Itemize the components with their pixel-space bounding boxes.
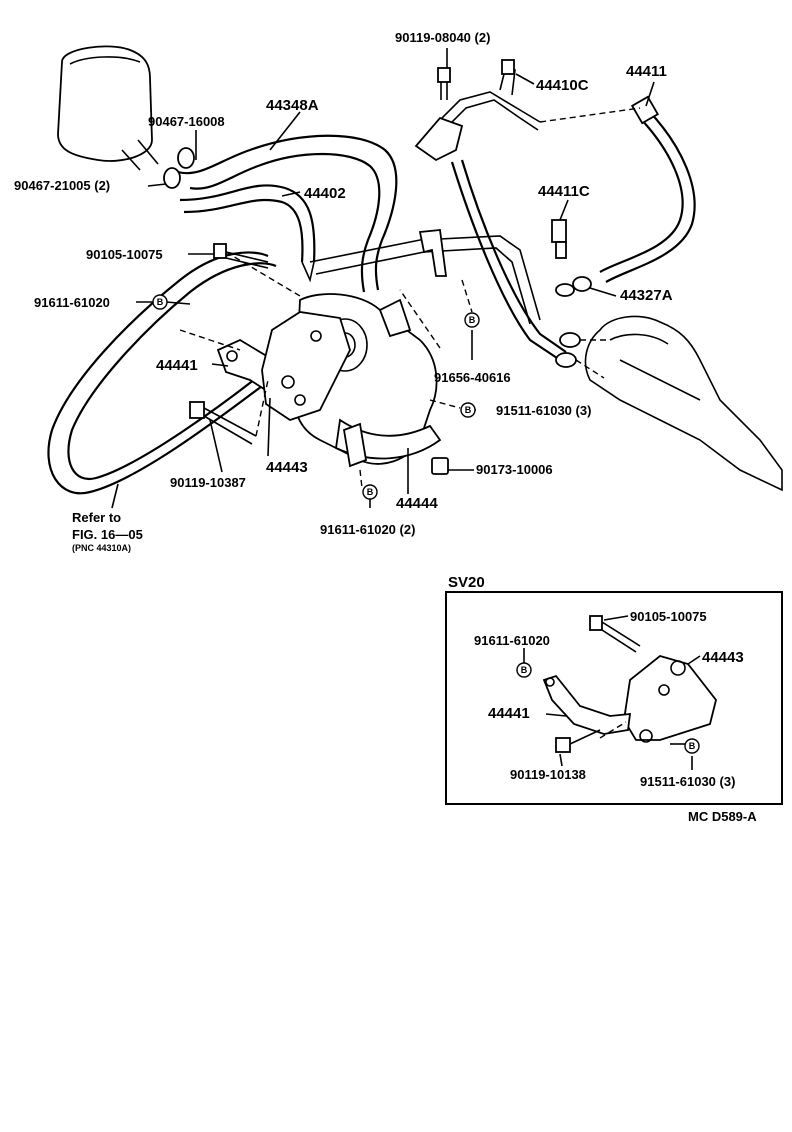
label-44327a: 44327A [620,287,673,304]
nut-90173-10006 [431,457,449,475]
pressure-hose-44411 [599,95,696,283]
pressure-tube-44410c [414,59,567,361]
label-44444: 44444 [396,495,438,512]
refer-figure-text: FIG. 16—05 [72,527,143,542]
pump-bracket-44443 [261,311,351,421]
label-90467-21005: 90467-21005 (2) [14,178,110,193]
label-91611-61020: 91611-61020 [34,295,110,310]
union-bolt-44411c [551,219,567,259]
b-marker-icon: B [152,294,168,310]
inset-label-44443: 44443 [702,649,744,666]
inset-bolt-90105-10075 [589,615,641,653]
inset-label-91611-61020: 91611-61020 [474,633,550,648]
part-labels: 90119-08040 (2) 44410C 44411 44348A 9046… [14,30,673,553]
sv20-inset: SV20 B B 90105-10075 9161 [445,574,783,805]
bracket-44444 [335,418,442,468]
inset-bolt-90119-10138 [555,729,601,753]
drawing-code: MC D589-A [688,809,757,824]
inset-bracket-44441 [542,674,632,735]
b-marker-icon: B [684,738,700,754]
inset-label-91511-61030: 91511-61030 (3) [640,774,735,789]
label-91656-40616: 91656-40616 [434,370,511,385]
label-44348a: 44348A [266,97,319,114]
gasket-44327a [555,276,592,297]
bolt-90119-08040 [437,67,451,100]
reservoir-tank [57,45,159,171]
label-90467-16008: 90467-16008 [148,114,225,129]
hose-clamps [163,147,195,189]
inset-bracket-44443 [623,655,717,743]
refer-to-text: Refer to [72,510,121,525]
tube-fittings-right [555,332,581,368]
b-marker-icon: B [516,662,532,678]
label-44410c: 44410C [536,77,589,94]
inset-label-90105-10075: 90105-10075 [630,609,707,624]
label-90119-08040: 90119-08040 (2) [395,30,490,45]
steering-gear-housing [584,315,783,492]
label-91511-61030: 91511-61030 (3) [496,403,591,418]
label-44441: 44441 [156,357,198,374]
b-marker-icon: B [464,312,480,328]
label-44411c: 44411C [538,183,590,200]
inset-label-90119-10138: 90119-10138 [510,767,586,782]
svg-text:B: B [465,405,472,415]
label-44443: 44443 [266,459,308,476]
inset-label-44441: 44441 [488,705,530,722]
label-44411: 44411 [626,63,667,80]
svg-text:B: B [367,487,374,497]
bolt-90105-10075 [213,243,269,269]
leader-lines [111,48,655,509]
label-44402: 44402 [304,185,346,202]
b-marker-icon: B [362,484,378,500]
drive-belt [47,251,277,495]
return-hose-44402 [179,184,316,283]
bolt-90119-10387 [189,401,257,445]
suction-hose-44348a [177,134,398,293]
b-markers-main: B B B B [152,294,480,500]
label-90105-10075: 90105-10075 [86,247,163,262]
svg-text:B: B [157,297,164,307]
label-90119-10387: 90119-10387 [170,475,246,490]
bracket-tube [309,229,541,325]
b-marker-icon: B [460,402,476,418]
label-91611-61020-2: 91611-61020 (2) [320,522,415,537]
svg-text:B: B [469,315,476,325]
svg-text:B: B [521,665,528,675]
dashed-alignment-lines [179,107,641,489]
refer-pnc-text: (PNC 44310A) [72,543,131,553]
inset-title: SV20 [448,574,485,591]
svg-text:B: B [689,741,696,751]
label-90173-10006: 90173-10006 [476,462,553,477]
